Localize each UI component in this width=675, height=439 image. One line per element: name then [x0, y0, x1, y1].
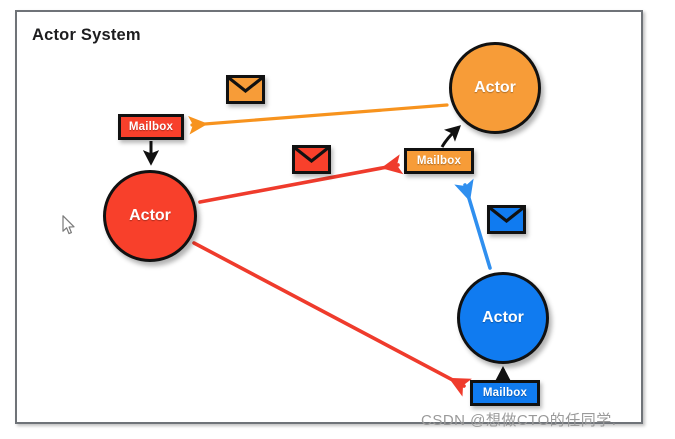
- mailbox-node-orange[interactable]: Mailbox: [404, 148, 474, 174]
- actor-node-blue[interactable]: Actor: [457, 272, 549, 364]
- envelope-icon-red: [292, 145, 331, 174]
- mailbox-node-red[interactable]: Mailbox: [118, 114, 184, 140]
- envelope-icon: [295, 148, 328, 164]
- mouse-cursor-icon: [62, 215, 75, 235]
- envelope-icon-orange: [226, 75, 265, 104]
- envelope-icon: [229, 78, 262, 94]
- mailbox-label: Mailbox: [128, 121, 174, 133]
- mailbox-node-blue[interactable]: Mailbox: [470, 380, 540, 406]
- actor-node-orange[interactable]: Actor: [449, 42, 541, 134]
- actor-node-red[interactable]: Actor: [103, 170, 197, 262]
- mailbox-label: Mailbox: [482, 387, 528, 399]
- envelope-icon: [490, 208, 523, 224]
- actor-label: Actor: [129, 207, 171, 224]
- watermark-text: CSDN @想做CTO的任同学.: [421, 412, 617, 429]
- mailbox-label: Mailbox: [416, 155, 462, 167]
- actor-label: Actor: [474, 79, 516, 96]
- page-title: Actor System: [32, 26, 141, 44]
- envelope-icon-blue: [487, 205, 526, 234]
- actor-label: Actor: [482, 309, 524, 326]
